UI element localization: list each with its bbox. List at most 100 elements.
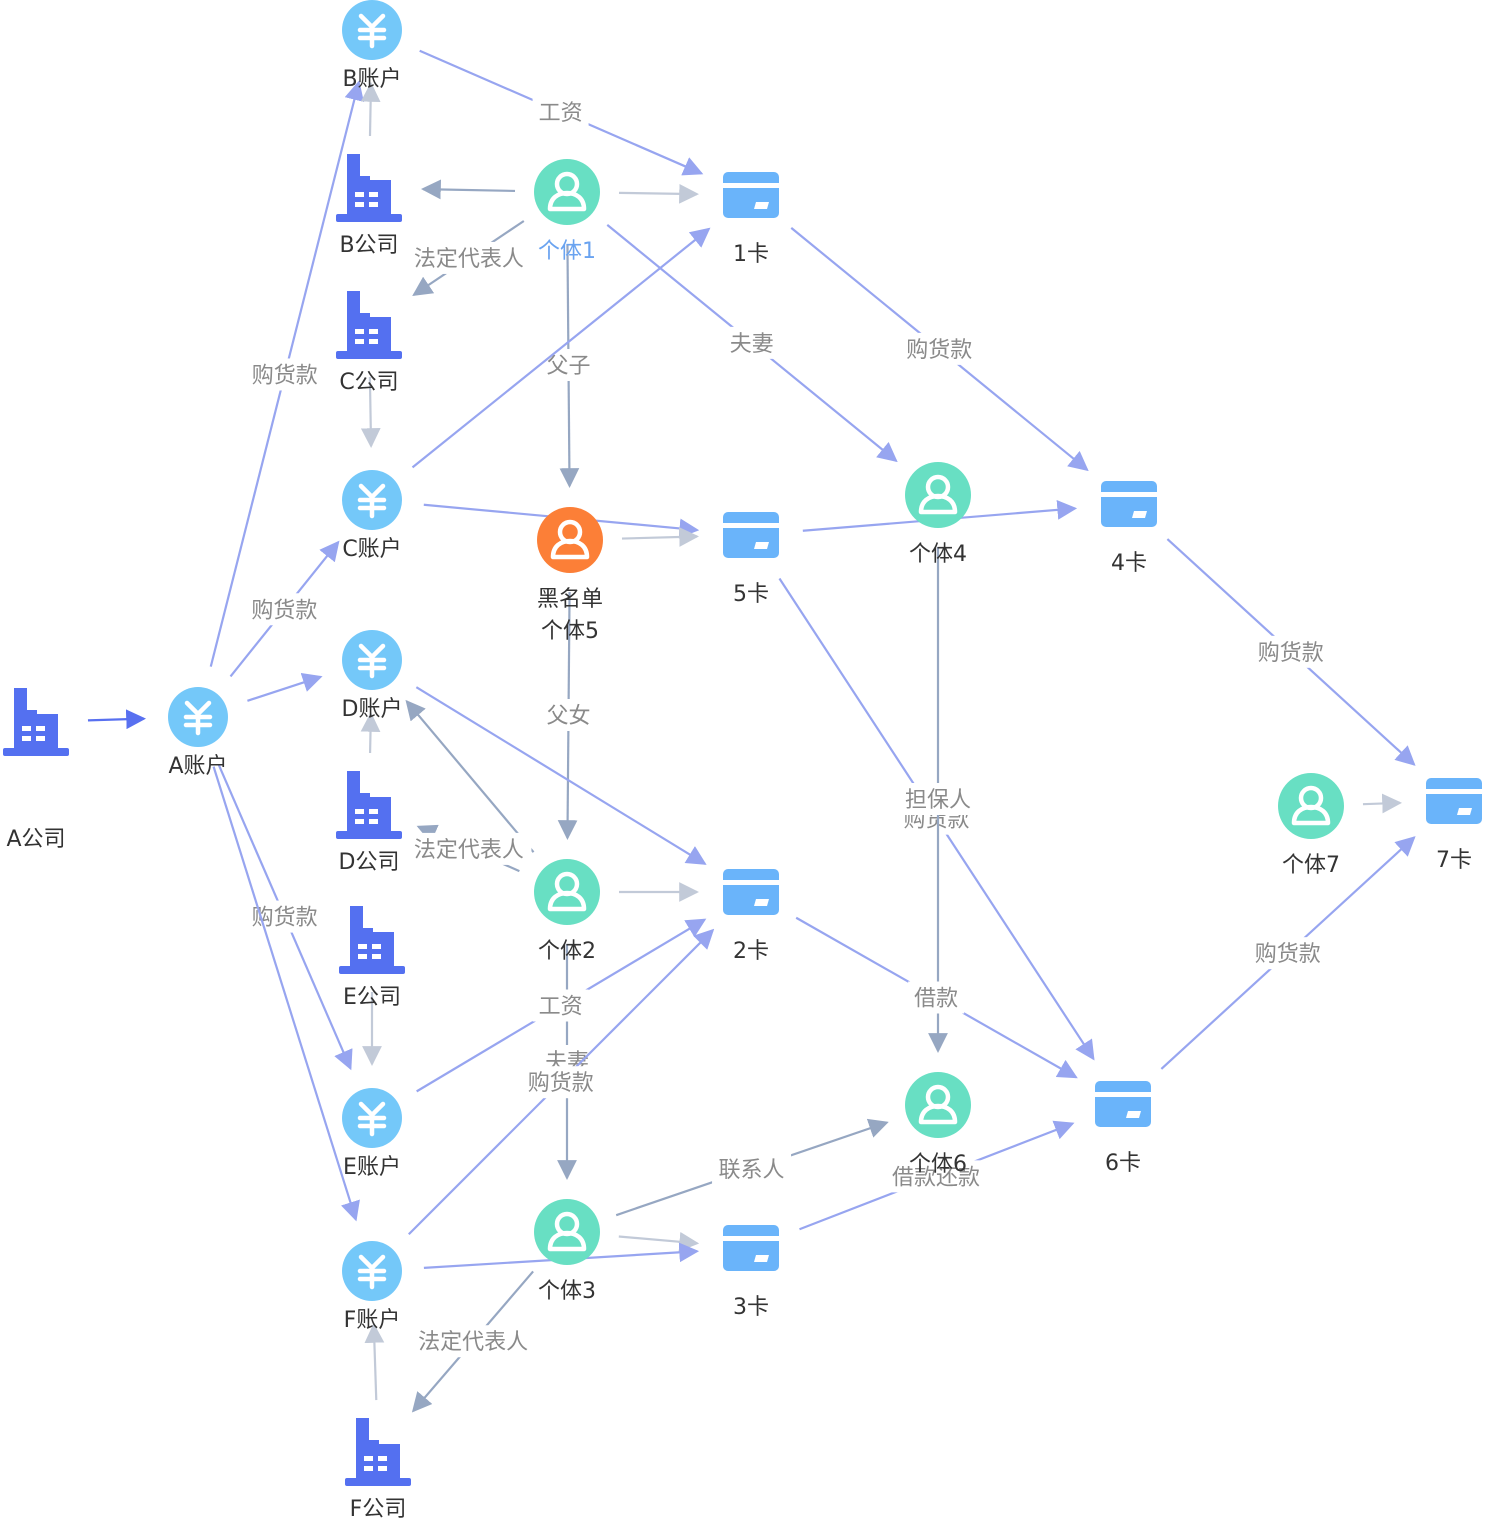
edge-label: 购货款 [251,598,317,623]
account-icon [342,1241,402,1301]
node-label: 黑名单 [537,587,603,612]
edge-a_account-b_account[interactable]: 购货款 [209,80,364,667]
node-person4[interactable]: 个体4 [905,462,971,567]
edge-label: 借款 [914,987,958,1012]
edge-label: 购货款 [1258,641,1324,666]
edge-label: 法定代表人 [414,838,524,863]
node-label: 4卡 [1111,551,1147,576]
node-card2[interactable]: 2卡 [723,869,779,964]
node-label: A账户 [168,754,227,779]
account-icon [342,470,402,530]
edge-person1-card1[interactable] [618,183,699,204]
person-icon [905,1072,971,1138]
node-card1[interactable]: 1卡 [723,172,779,267]
edge-a_account-d_account[interactable] [247,672,323,702]
edge-person2-person3[interactable]: 夫妻 [539,944,595,1180]
edge-person3-card3[interactable] [618,1231,700,1252]
edge-a_account-f_account[interactable] [212,766,360,1222]
node-person3[interactable]: 个体3 [534,1199,600,1304]
edge-d_account-card2[interactable] [415,686,707,865]
node-f-account[interactable]: F账户 [342,1241,402,1333]
node-label: B账户 [342,67,401,92]
node-person2[interactable]: 个体2 [534,859,600,964]
edge-f_company-f_account[interactable] [364,1322,385,1401]
node-person1[interactable]: 个体1 [534,159,600,264]
node-label: 个体7 [1282,853,1340,878]
edge-card2-card6[interactable]: 借款 [795,916,1078,1079]
node-person7[interactable]: 个体7 [1278,773,1344,878]
edge-person7-card7[interactable] [1362,793,1403,814]
edge-person1-person5[interactable]: 父子 [540,243,597,488]
person-icon [1278,773,1344,839]
company-icon [339,906,405,974]
company-icon [3,688,69,756]
edge-label: 购货款 [252,363,318,388]
node-label: C公司 [339,370,398,395]
edge-card6-card7[interactable]: 购货款 [1160,836,1416,1070]
node-card5[interactable]: 5卡 [723,512,779,607]
node-e-account[interactable]: E账户 [342,1088,402,1180]
node-d-account[interactable]: D账户 [342,630,403,722]
account-icon [342,630,402,690]
node-card6[interactable]: 6卡 [1095,1081,1151,1176]
node-label: F公司 [350,1497,407,1522]
edge-card3-card6[interactable]: 借款还款 [799,1120,1075,1231]
edge-b_company-b_account[interactable] [360,82,381,137]
edge-a_company-a_account[interactable] [87,709,147,730]
node-c-account[interactable]: C账户 [342,470,402,562]
edge-person3-person6[interactable]: 联系人 [615,1118,889,1217]
edge-person2-d_company[interactable]: 法定代表人 [406,824,532,873]
node-f-company[interactable]: F公司 [345,1418,411,1522]
edge-b_account-card1[interactable]: 工资 [419,49,704,176]
company-icon [345,1418,411,1486]
node-card3[interactable]: 3卡 [723,1225,779,1320]
node-label: 个体6 [909,1152,967,1177]
node-e-company[interactable]: E公司 [339,906,405,1010]
node-a-account[interactable]: A账户 [168,687,228,779]
node-label: E公司 [343,985,401,1010]
edge-label: 法定代表人 [414,247,524,272]
edge-label: 工资 [539,101,583,126]
edge-e_account-card2[interactable]: 工资 [416,918,707,1093]
edge-person4-person6[interactable]: 担保人 [898,547,978,1053]
node-label: 2卡 [733,939,769,964]
node-person6[interactable]: 个体6 [905,1072,971,1177]
edge-c_company-c_account[interactable] [360,376,381,448]
account-icon [342,0,402,60]
edge-card1-card4[interactable]: 购货款 [790,227,1089,472]
edge-d_company-d_account[interactable] [360,712,381,754]
edge-layer: 购货款购货款购货款工资法定代表人父子夫妻购货款父女购货款担保人购货款法定代表人夫… [87,49,1416,1413]
person-icon [534,859,600,925]
node-label: 6卡 [1105,1151,1141,1176]
card-icon [723,869,779,915]
edge-person5-person2[interactable]: 父女 [540,591,597,840]
edge-label: 借款还款 [892,1165,980,1190]
edge-card4-card7[interactable]: 购货款 [1166,538,1416,766]
node-label: F账户 [344,1308,401,1333]
node-d-company[interactable]: D公司 [336,771,402,875]
edge-person2-d_account[interactable] [405,699,535,853]
node-b-company[interactable]: B公司 [336,154,402,258]
card-icon [1101,481,1157,527]
edge-person5-card5[interactable] [621,527,699,547]
node-label: C账户 [342,537,401,562]
edge-label: 联系人 [719,1158,785,1183]
edge-person1-person4[interactable]: 夫妻 [606,224,898,463]
node-label-secondary: 个体5 [541,619,599,644]
node-c-company[interactable]: C公司 [336,291,402,395]
edge-person1-b_company[interactable] [421,179,516,200]
node-card4[interactable]: 4卡 [1101,481,1157,576]
node-b-account[interactable]: B账户 [342,0,402,92]
edge-c_account-card1[interactable] [411,227,711,469]
edge-person3-f_company[interactable]: 法定代表人 [410,1270,536,1413]
edge-f_account-card2[interactable]: 购货款 [407,928,715,1236]
account-icon [168,687,228,747]
edge-a_account-c_account[interactable]: 购货款 [229,540,340,678]
person-icon [534,159,600,225]
edge-person1-c_company[interactable]: 法定代表人 [406,220,532,296]
edge-a_account-e_account[interactable]: 购货款 [217,764,353,1071]
node-card7[interactable]: 7卡 [1426,778,1482,873]
node-a-company[interactable]: A公司 [3,688,69,852]
